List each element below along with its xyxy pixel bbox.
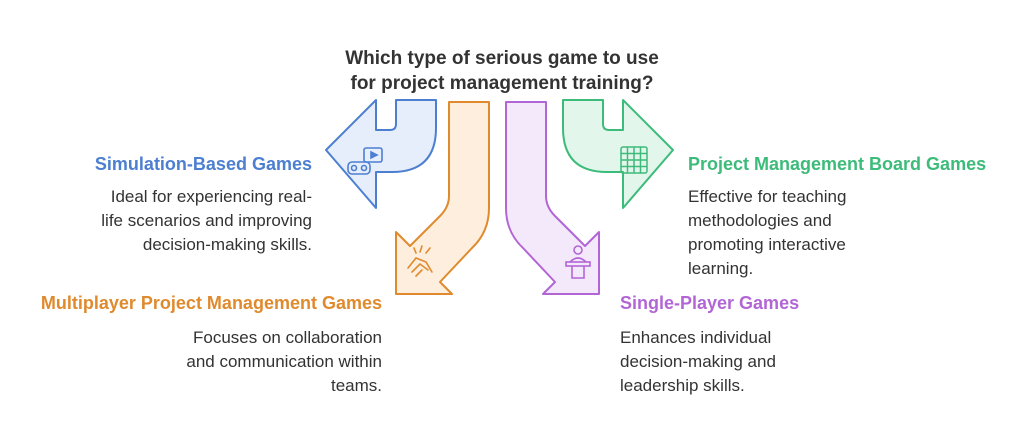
board-description: Effective for teaching methodologies and…	[688, 185, 948, 281]
board-desc-line: methodologies and	[688, 211, 832, 230]
multiplayer-desc-line: and communication within	[186, 352, 382, 371]
simulation-title: Simulation-Based Games	[94, 154, 312, 174]
arrow-simulation	[325, 99, 437, 209]
podium-person-icon	[565, 245, 591, 279]
board-title: Project Management Board Games	[688, 154, 987, 174]
multiplayer-description: Focuses on collaboration and communicati…	[122, 326, 382, 398]
vr-headset-video-icon	[347, 147, 383, 175]
question-heading: Which type of serious game to use for pr…	[312, 46, 692, 96]
question-line-1: Which type of serious game to use	[345, 48, 659, 69]
board-desc-line: promoting interactive	[688, 235, 846, 254]
singleplayer-desc-line: decision-making and	[620, 352, 776, 371]
multiplayer-title: Multiplayer Project Management Games	[40, 293, 382, 313]
arrow-multiplayer	[395, 101, 490, 295]
simulation-desc-line: decision-making skills.	[142, 235, 312, 254]
singleplayer-desc-line: Enhances individual	[620, 328, 772, 347]
arrow-board	[562, 99, 674, 209]
simulation-description: Ideal for experiencing real- life scenar…	[52, 185, 312, 257]
singleplayer-description: Enhances individual decision-making and …	[620, 326, 880, 398]
handshake-icon	[407, 245, 433, 277]
board-desc-line: learning.	[688, 259, 754, 278]
simulation-desc-line: Ideal for experiencing real-	[110, 187, 312, 206]
singleplayer-title: Single-Player Games	[620, 293, 800, 313]
multiplayer-desc-line: Focuses on collaboration	[192, 328, 382, 347]
simulation-desc-line: life scenarios and improving	[101, 211, 312, 230]
question-line-2: for project management training?	[350, 73, 654, 94]
singleplayer-desc-line: leadership skills.	[620, 376, 745, 395]
game-board-grid-icon	[620, 146, 648, 174]
multiplayer-desc-line: teams.	[330, 376, 382, 395]
board-desc-line: Effective for teaching	[688, 187, 847, 206]
